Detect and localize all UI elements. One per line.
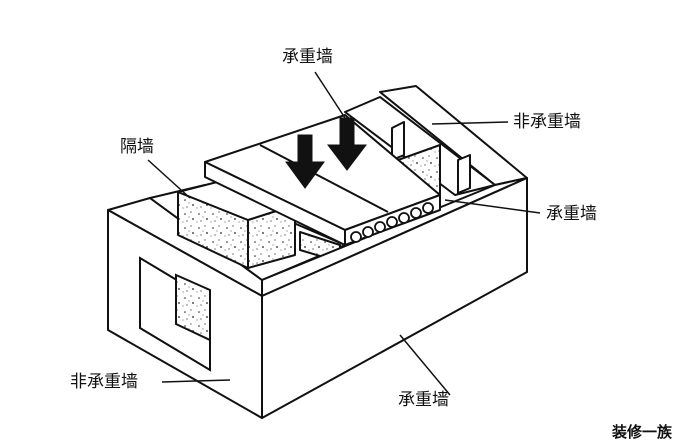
slab-left-edge (204, 161, 346, 246)
down-arrow-icon (285, 134, 325, 189)
leader-top (314, 71, 346, 119)
down-arrow-icon (326, 117, 368, 171)
label-bottom-load-bearing-wall: 承重墙 (398, 390, 449, 410)
label-left-non-load-bearing-wall: 非承重墙 (70, 372, 138, 392)
leader-left-non (161, 379, 231, 383)
left-door-inner (175, 273, 211, 342)
leader-partition (147, 159, 191, 199)
leader-right-non (431, 121, 509, 125)
label-top-load-bearing-wall: 承重墙 (282, 47, 333, 67)
back-door-2 (457, 154, 471, 194)
watermark-text: 装修一族 (612, 423, 673, 441)
leader-bottom (399, 334, 451, 396)
label-partition-wall: 隔墙 (120, 137, 154, 157)
label-right-non-load-bearing-wall: 非承重墙 (513, 112, 581, 132)
leader-right-load (444, 199, 541, 214)
front-wall-face (261, 177, 528, 419)
back-door-1 (391, 121, 405, 161)
label-right-load-bearing-wall: 承重墙 (546, 204, 597, 224)
slab-seam (259, 144, 389, 213)
slab-hollow-cores (350, 202, 434, 243)
